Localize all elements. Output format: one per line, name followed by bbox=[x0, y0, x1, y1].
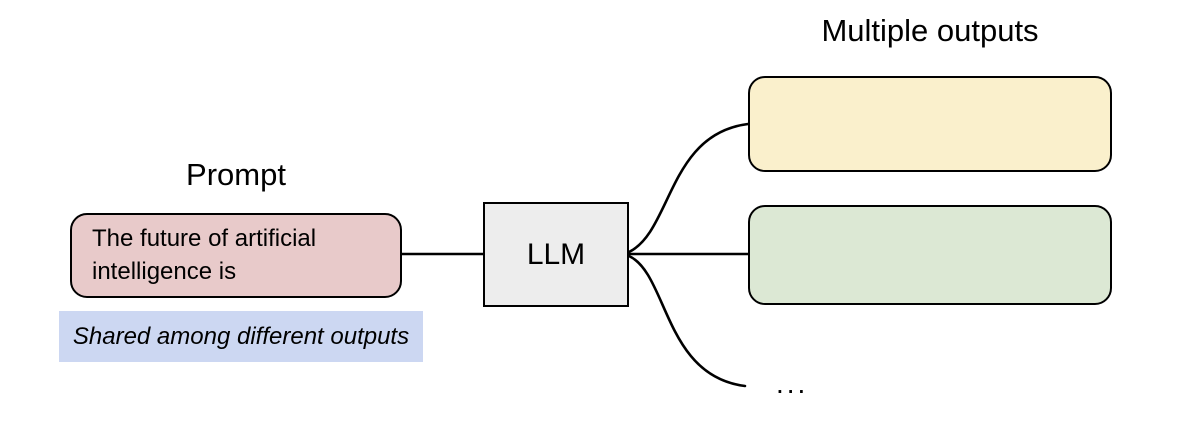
output-box-2 bbox=[748, 205, 1112, 305]
shared-note-text: Shared among different outputs bbox=[72, 322, 410, 350]
more-outputs-ellipsis: ... bbox=[776, 368, 809, 399]
connector-llm-to-more-outputs bbox=[627, 254, 747, 388]
llm-label: LLM bbox=[526, 237, 586, 271]
prompt-box-text: The future of artificial intelligence is bbox=[92, 225, 317, 285]
output-box-1 bbox=[748, 76, 1112, 172]
prompt-box: The future of artificial intelligence is bbox=[70, 213, 402, 298]
llm-box: LLM bbox=[483, 202, 629, 307]
multiple-outputs-title: Multiple outputs bbox=[821, 13, 1039, 48]
connector-llm-to-output-1 bbox=[627, 122, 750, 254]
prompt-title: Prompt bbox=[186, 157, 286, 192]
shared-note: Shared among different outputs bbox=[59, 311, 423, 362]
